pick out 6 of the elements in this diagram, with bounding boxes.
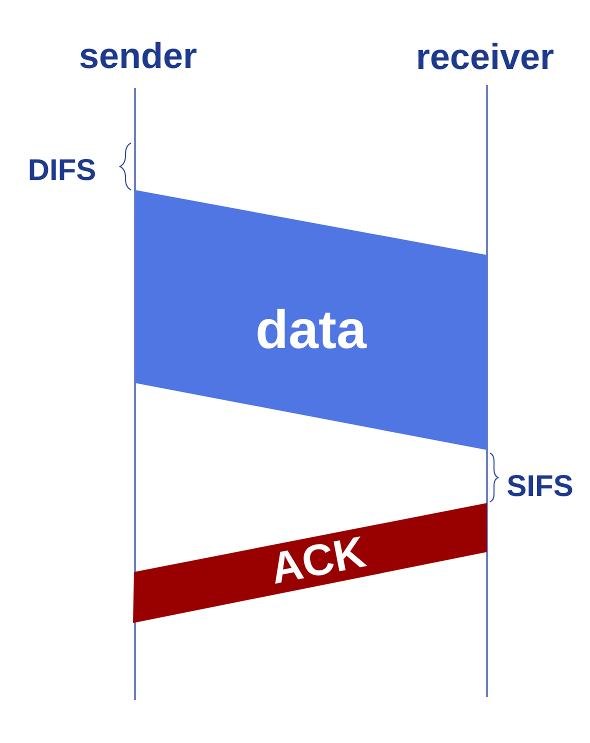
lifeline-heading: receiver [418,42,554,70]
lifeline-heading: sender [80,42,196,68]
interval-label: SIFS [508,475,572,496]
frame-band: data [135,190,487,450]
frame-band: ACK [133,503,487,623]
interval-label: DIFS [30,159,95,180]
